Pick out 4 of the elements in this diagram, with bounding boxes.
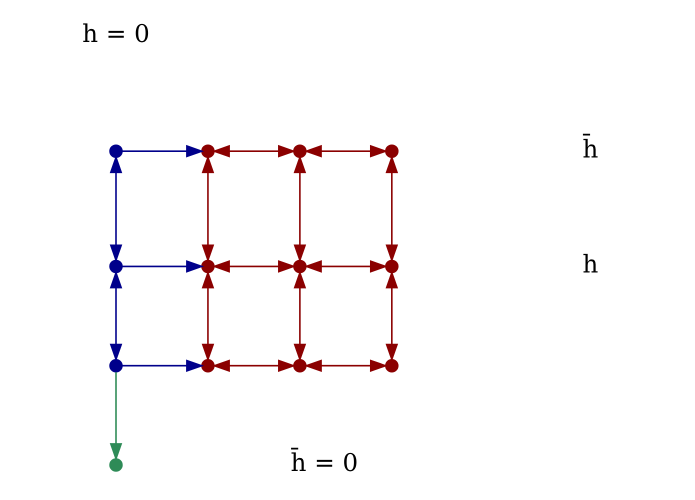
label: h̄ = 0	[290, 448, 358, 477]
label: h̄	[582, 134, 598, 163]
label: h	[582, 249, 598, 278]
label: h = 0	[82, 18, 150, 48]
